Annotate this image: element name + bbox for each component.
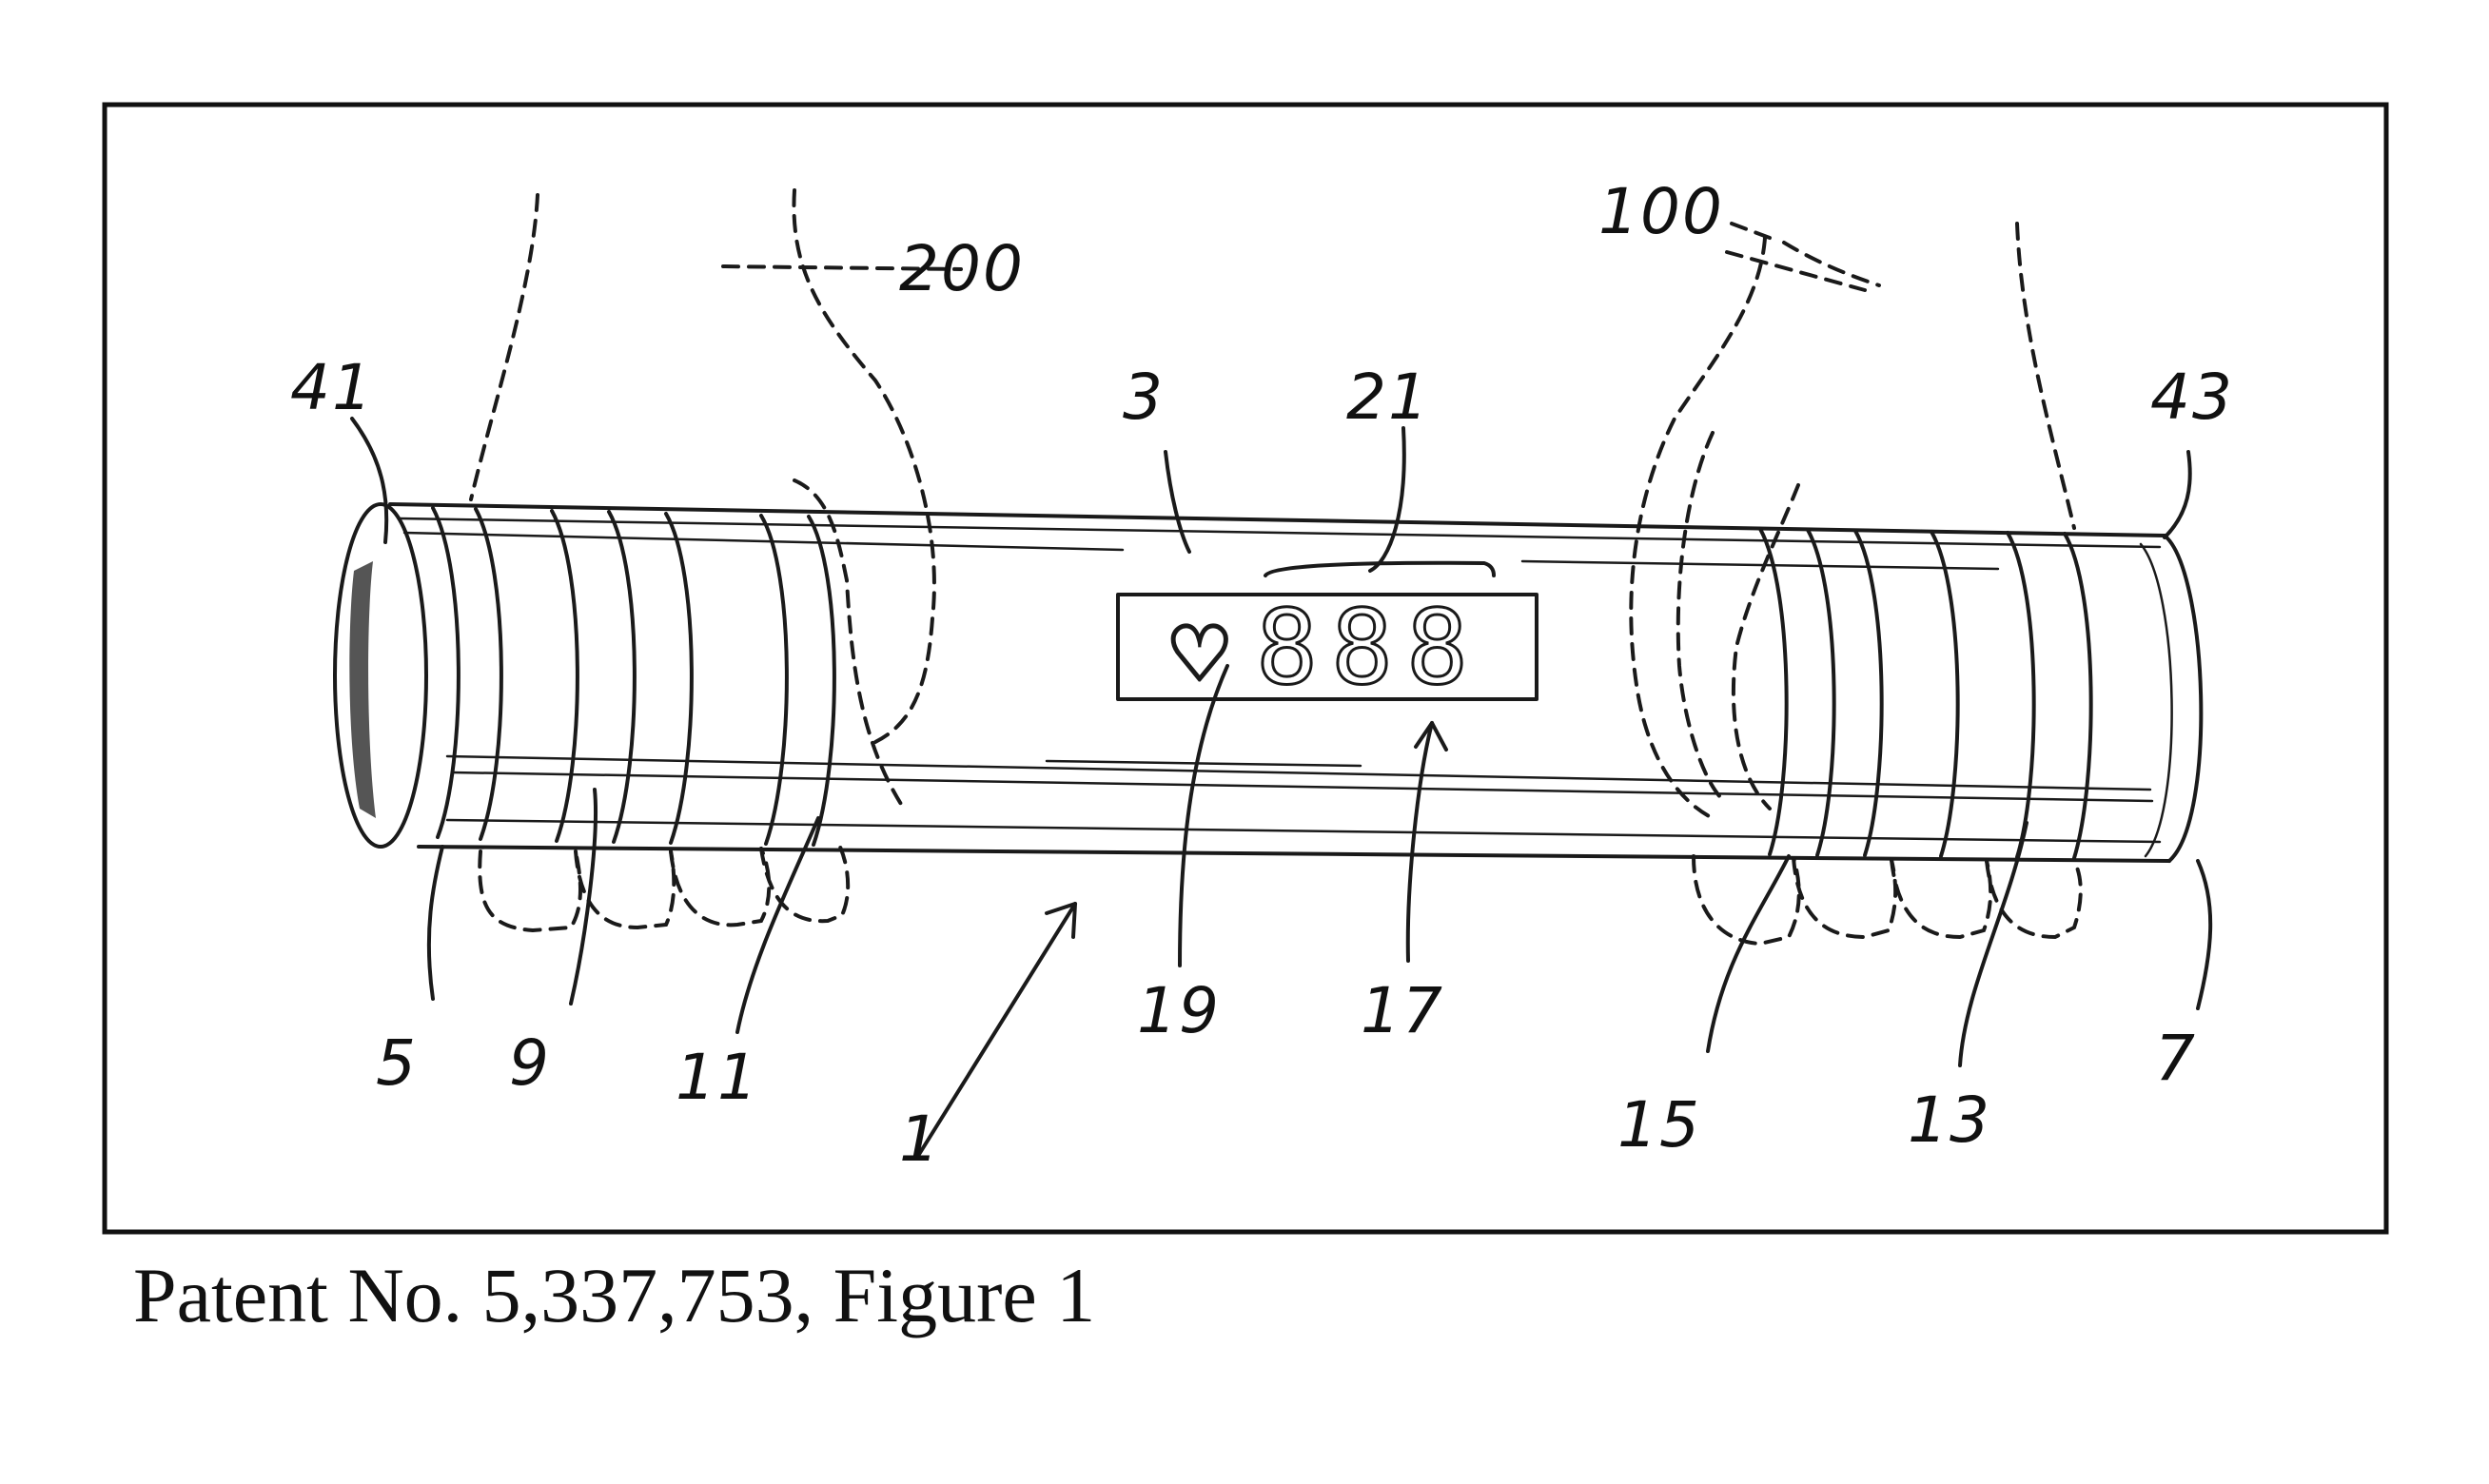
cylinder-body: ♡ 888 xyxy=(333,502,2204,863)
heart-symbol: ♡ xyxy=(1166,610,1234,698)
left-bands xyxy=(431,506,836,847)
label-11: 11 xyxy=(676,1041,759,1114)
label-200: 200 xyxy=(899,232,1025,305)
label-21: 21 xyxy=(1346,361,1430,434)
left-hand-outline xyxy=(469,188,963,933)
display-window xyxy=(1116,593,1538,701)
label-100: 100 xyxy=(1598,175,1724,248)
cylinder-bottom-edge xyxy=(417,845,2171,863)
cylinder-top-edge xyxy=(388,502,2166,537)
display-digits: 888 xyxy=(1256,589,1481,708)
label-1: 1 xyxy=(899,1103,941,1176)
label-17: 17 xyxy=(1361,974,1444,1047)
label-13: 13 xyxy=(1908,1084,1991,1157)
right-bands xyxy=(1758,527,2093,860)
label-19: 19 xyxy=(1137,974,1221,1047)
right-hand-outline xyxy=(1629,222,2083,947)
label-41: 41 xyxy=(290,351,374,424)
figure-caption: Patent No. 5,337,753, Figure 1 xyxy=(133,1252,1096,1338)
label-9: 9 xyxy=(509,1026,551,1100)
label-15: 15 xyxy=(1617,1088,1701,1162)
figure-frame xyxy=(102,102,2389,1235)
label-7: 7 xyxy=(2155,1022,2197,1095)
label-3: 3 xyxy=(1123,361,1165,434)
reference-numerals: 41 200 3 21 100 43 19 17 5 9 11 1 15 13 … xyxy=(290,175,2234,1176)
label-5: 5 xyxy=(376,1026,418,1100)
left-end-cap xyxy=(333,502,428,849)
right-end-cap xyxy=(2163,534,2204,863)
left-end-cap-shading xyxy=(349,561,376,818)
leader-lines xyxy=(350,222,2213,1158)
label-43: 43 xyxy=(2150,361,2234,434)
